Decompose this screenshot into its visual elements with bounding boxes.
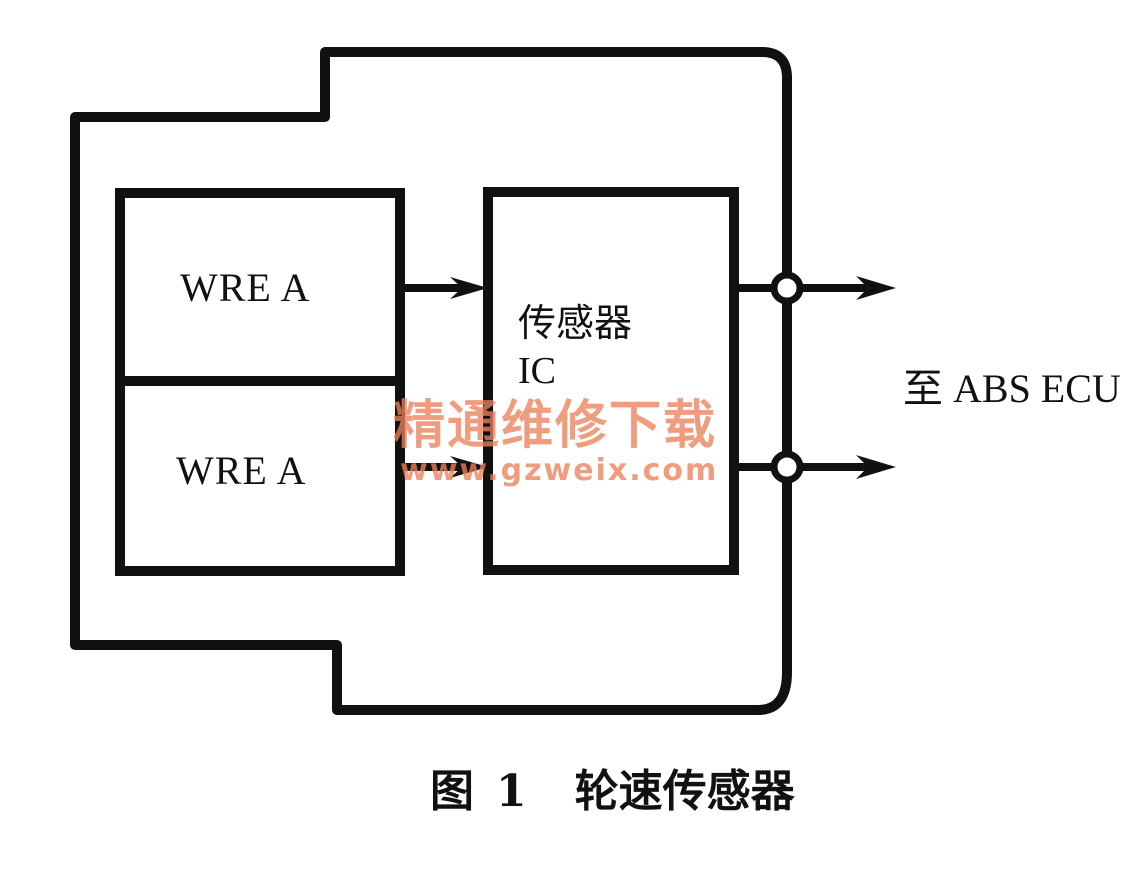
sensor-ic-label-line2: IC xyxy=(518,350,556,392)
watermark-url: www.gzweix.com xyxy=(400,453,719,488)
wre-block-bottom xyxy=(115,376,405,576)
terminal-bottom xyxy=(770,450,804,484)
signal-arrowhead-bottom xyxy=(450,456,488,478)
watermark-text: 精通维修下载 xyxy=(393,396,718,456)
output-arrowhead-top xyxy=(856,276,896,300)
wre-bottom-label: WRE A xyxy=(176,448,307,493)
sensor-ic-label-line1: 传感器 xyxy=(518,303,633,345)
wre-top-label: WRE A xyxy=(180,265,311,310)
caption-prefix: 图 xyxy=(430,766,474,817)
signal-arrowhead-top xyxy=(450,277,488,299)
output-arrowhead-bottom xyxy=(856,455,896,479)
sensor-housing-outline xyxy=(70,47,792,715)
caption-number: 1 xyxy=(496,766,527,817)
sensor-ic-block xyxy=(483,187,739,575)
output-destination-label: 至 ABS ECU xyxy=(903,366,1121,411)
terminal-top xyxy=(770,271,804,305)
caption-title: 轮速传感器 xyxy=(574,766,795,817)
